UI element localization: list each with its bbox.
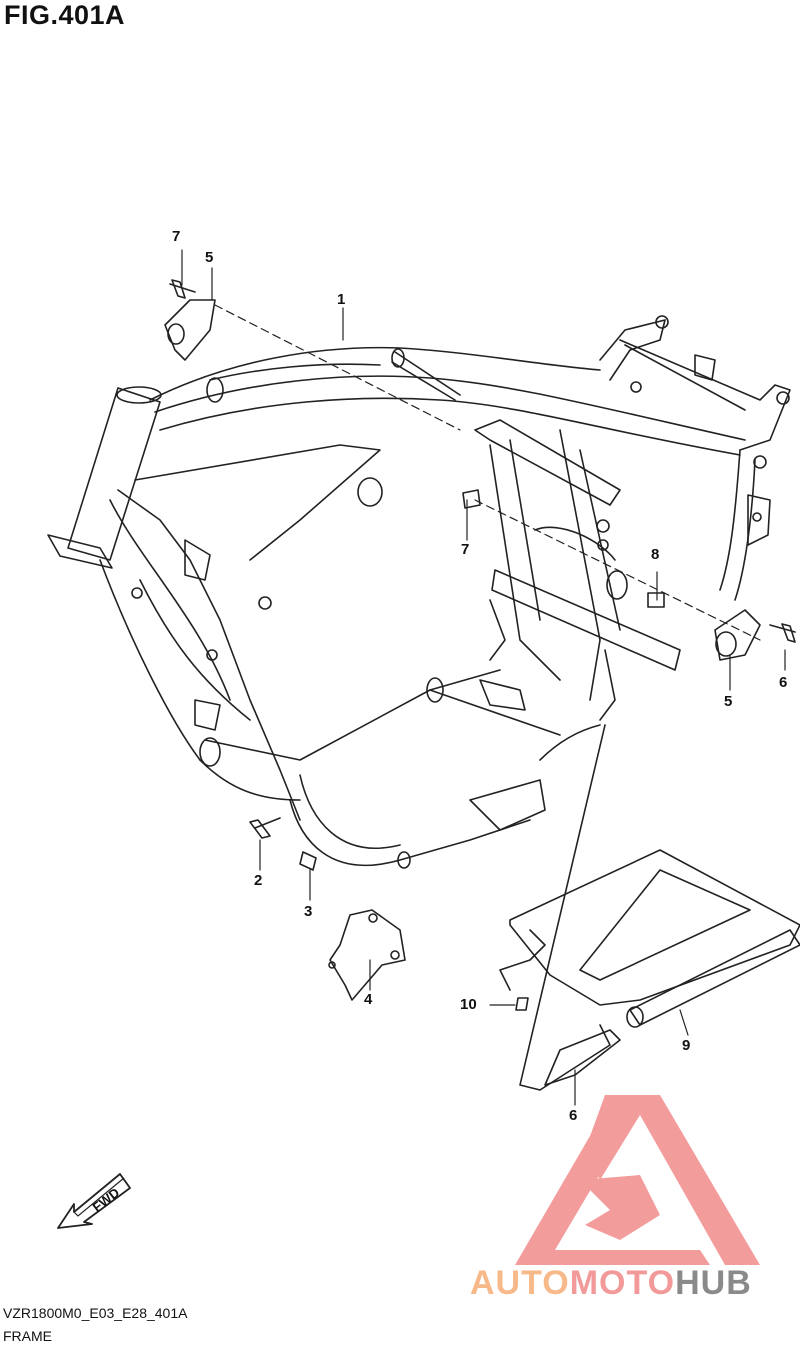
- front-down-tubes: [99, 444, 383, 821]
- figure-code: VZR1800M0_E03_E28_401A: [3, 1305, 188, 1321]
- part-8-cover: [499, 849, 800, 1028]
- figure-title: FIG.401A: [4, 0, 126, 30]
- watermark-text: AUTOMOTOHUB: [470, 1264, 752, 1303]
- fasteners: [169, 279, 796, 1011]
- callout-9: 6: [569, 1107, 578, 1124]
- part-4-bracket: [328, 909, 406, 1001]
- callout-1: 1: [337, 291, 346, 308]
- lower-cradle: [199, 669, 601, 869]
- engine-mounts: [164, 299, 761, 661]
- callout-3: 3: [304, 903, 313, 920]
- main-top-tubes: [149, 346, 746, 456]
- callout-5-top: 5: [205, 249, 214, 266]
- watermark-part2: MOTO: [569, 1264, 676, 1302]
- part-9-plate: [519, 724, 621, 1091]
- callout-6-right: 6: [779, 674, 788, 691]
- callout-7-right: 8: [651, 546, 660, 563]
- rear-upper-frame: [599, 315, 791, 601]
- head-tube: [47, 386, 162, 569]
- watermark-part3: HUB: [675, 1264, 752, 1302]
- callout-6-top: 7: [172, 228, 181, 245]
- callout-2: 2: [254, 872, 263, 889]
- pivot-section: [474, 419, 681, 721]
- leader-dashes: [214, 304, 761, 641]
- callout-4: 4: [364, 991, 373, 1008]
- callout-7-left: 7: [461, 541, 470, 558]
- fwd-arrow-icon: FWD: [57, 1173, 131, 1229]
- callout-5-right: 5: [724, 693, 733, 710]
- watermark-part1: AUTO: [470, 1264, 570, 1302]
- callout-10: 10: [460, 996, 477, 1013]
- callout-8: 9: [682, 1037, 691, 1054]
- figure-name: FRAME: [3, 1328, 52, 1344]
- leader-lines: [181, 249, 786, 1106]
